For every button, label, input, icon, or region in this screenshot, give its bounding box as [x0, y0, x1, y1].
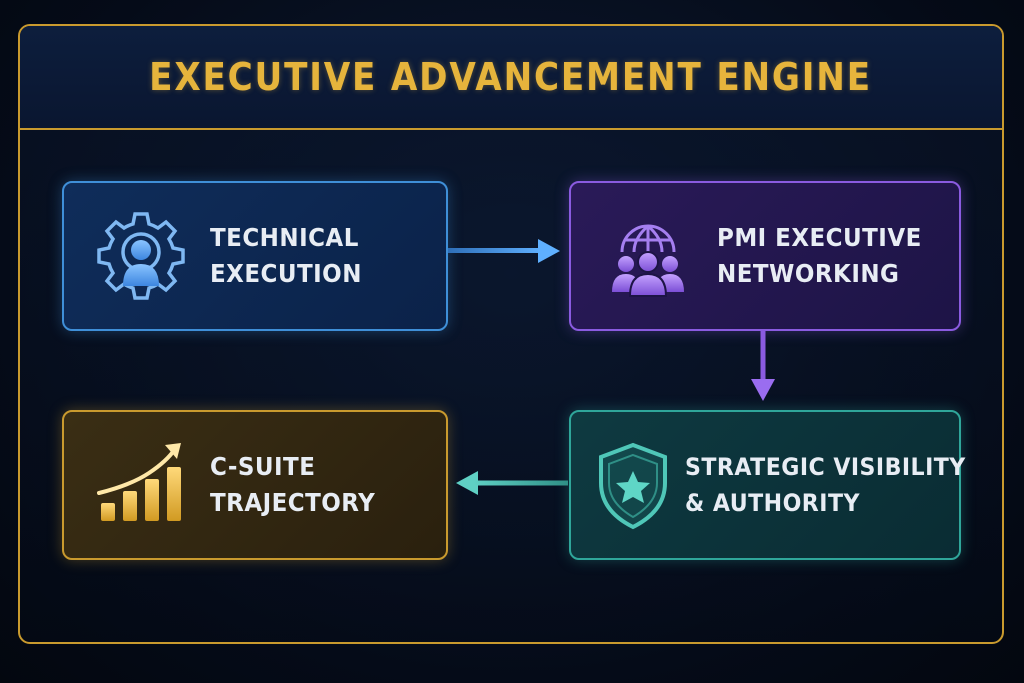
card-label-line2: NETWORKING — [717, 259, 900, 288]
shield-star-icon — [591, 435, 675, 535]
card-label-line1: TECHNICAL — [210, 223, 359, 252]
gear-person-icon — [86, 206, 196, 306]
card-c-suite-trajectory: C-SUITE TRAJECTORY — [62, 410, 448, 560]
card-label: STRATEGIC VISIBILITY & AUTHORITY — [685, 449, 966, 521]
growth-chart-icon — [86, 435, 196, 535]
card-label: C-SUITE TRAJECTORY — [210, 449, 375, 521]
card-label: PMI EXECUTIVE NETWORKING — [717, 220, 922, 292]
card-label-line2: & AUTHORITY — [685, 489, 860, 517]
title-bar: EXECUTIVE ADVANCEMENT ENGINE — [20, 26, 1002, 130]
card-label-line1: STRATEGIC VISIBILITY — [685, 453, 966, 481]
card-label-line2: TRAJECTORY — [210, 488, 376, 517]
globe-people-icon — [593, 206, 703, 306]
arrow-left — [456, 471, 568, 495]
arrow-right — [448, 239, 560, 263]
card-strategic-visibility: STRATEGIC VISIBILITY & AUTHORITY — [569, 410, 965, 560]
card-label-line1: PMI EXECUTIVE — [717, 223, 922, 252]
card-pmi-executive-networking: PMI EXECUTIVE NETWORKING — [569, 181, 961, 331]
page-title: EXECUTIVE ADVANCEMENT ENGINE — [149, 55, 873, 99]
card-label-line1: C-SUITE — [210, 452, 316, 481]
card-label-line2: EXECUTION — [210, 259, 362, 288]
card-technical-execution: TECHNICAL EXECUTION — [62, 181, 448, 331]
arrow-down — [751, 331, 775, 401]
card-label: TECHNICAL EXECUTION — [210, 220, 362, 292]
